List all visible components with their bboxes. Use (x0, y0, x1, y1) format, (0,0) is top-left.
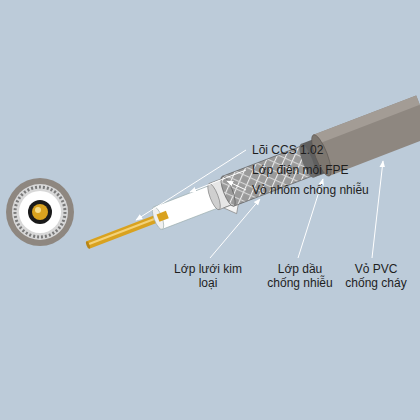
part-label: Lớp dầu chống nhiễu (260, 262, 340, 290)
part-label: Lớp lưới kim loại (168, 262, 248, 290)
part-label: Lớp điện môi FPE (252, 163, 349, 177)
cross-section (6, 178, 74, 246)
part-label: Vỏ nhôm chống nhiễu (252, 183, 369, 197)
part-label: Vỏ PVC chống cháy (338, 262, 414, 290)
part-label: Lõi CCS 1.02 (252, 143, 323, 157)
leader-lines (136, 150, 383, 258)
cable-cutaway (79, 95, 420, 267)
